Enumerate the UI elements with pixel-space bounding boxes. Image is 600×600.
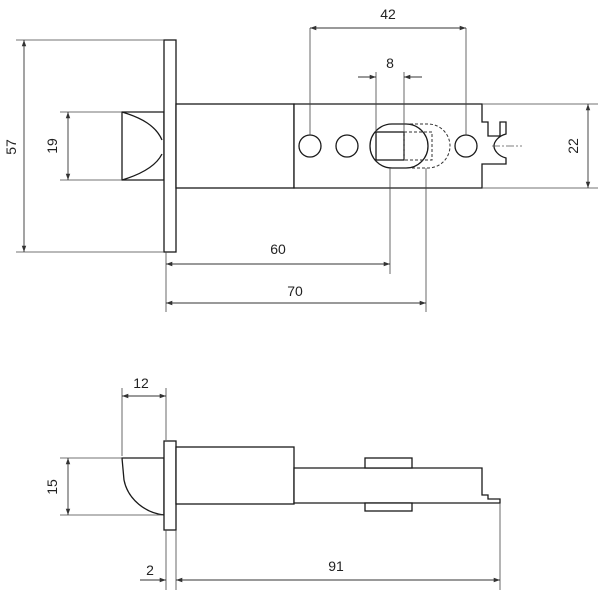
faceplate <box>163 39 177 253</box>
dim-label-12: 12 <box>133 375 149 391</box>
latch-bolt <box>121 111 165 181</box>
mounting-hole-middle <box>335 134 359 158</box>
dim-label-8: 8 <box>386 55 394 71</box>
spindle-slot <box>369 123 429 169</box>
dim-label-19: 19 <box>44 138 60 154</box>
side-faceplate <box>163 440 177 531</box>
dim-label-15: 15 <box>44 479 60 495</box>
side-cross-piece-bottom <box>364 502 413 512</box>
dim-label-42: 42 <box>380 6 396 22</box>
side-view: 12 15 2 91 <box>44 375 501 590</box>
dim-label-2: 2 <box>146 562 154 578</box>
latch-body <box>175 103 295 189</box>
side-cross-piece-top <box>364 457 413 469</box>
side-latch-nose <box>121 457 165 516</box>
dim-label-57: 57 <box>3 139 19 155</box>
side-tail-bar <box>293 467 501 504</box>
alternate-spindle-hidden <box>410 123 451 169</box>
top-view: 42 8 57 19 22 60 70 <box>3 6 598 312</box>
side-latch-body <box>175 446 295 505</box>
alternate-square-hidden <box>403 131 433 161</box>
dim-label-91: 91 <box>328 558 344 574</box>
latch-case <box>293 103 507 189</box>
dim-label-70: 70 <box>287 283 303 299</box>
latch-bolt-bevel <box>121 111 163 181</box>
dim-label-60: 60 <box>270 241 286 257</box>
dim-label-22: 22 <box>565 138 581 154</box>
